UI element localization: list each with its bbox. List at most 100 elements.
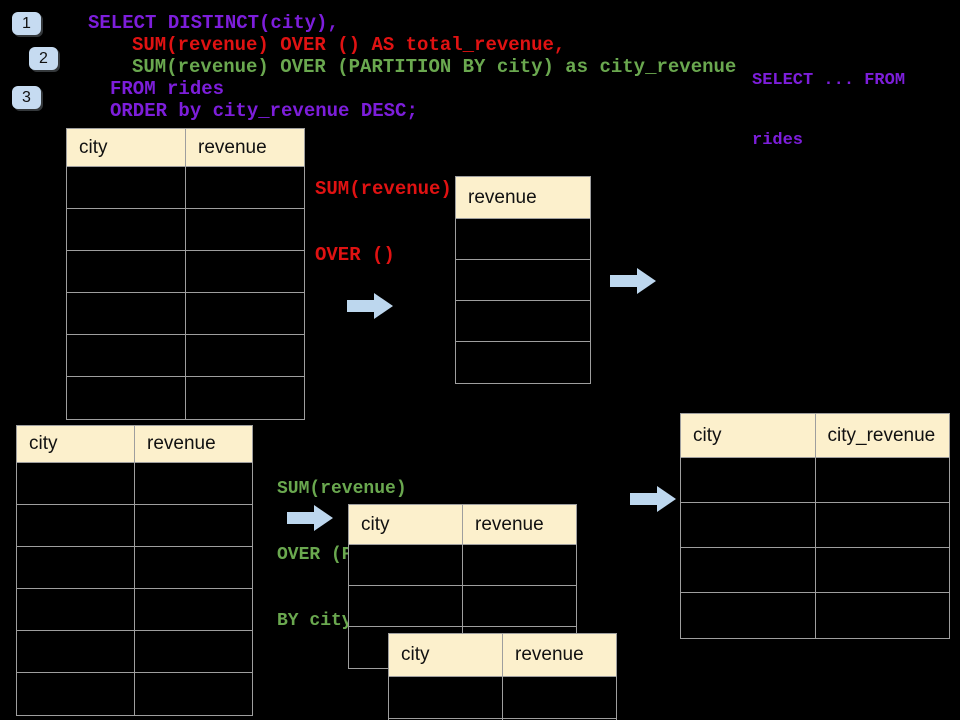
table-cell bbox=[17, 631, 135, 673]
table-header-row: revenue bbox=[456, 177, 590, 219]
step-badge-2: 2 bbox=[29, 47, 58, 70]
sql-line-select-distinct: SELECT DISTINCT(city), bbox=[88, 12, 339, 34]
table-cell bbox=[67, 251, 186, 293]
step-badge-3: 3 bbox=[12, 86, 41, 109]
table-row bbox=[681, 458, 949, 503]
table-cell bbox=[17, 505, 135, 547]
right-arrow-icon bbox=[630, 486, 676, 512]
right-arrow-icon bbox=[610, 268, 656, 294]
table-cell bbox=[456, 260, 590, 301]
annotation-partition-line-1: SUM(revenue) bbox=[277, 479, 407, 499]
table-cell bbox=[67, 377, 186, 419]
right-arrow-icon bbox=[287, 505, 333, 531]
table-row bbox=[456, 260, 590, 301]
column-header: city bbox=[17, 426, 135, 463]
table-cell bbox=[349, 586, 463, 627]
table-cell bbox=[67, 335, 186, 377]
table-cell bbox=[135, 463, 252, 505]
table-row bbox=[17, 673, 252, 715]
table-row bbox=[67, 209, 304, 251]
table-cell bbox=[17, 673, 135, 715]
table-row bbox=[17, 631, 252, 673]
table-row bbox=[681, 503, 949, 548]
table-row bbox=[67, 377, 304, 419]
table-cell bbox=[456, 219, 590, 260]
table-cell bbox=[186, 335, 304, 377]
annotation-total-revenue: SUM(revenue) OVER () bbox=[315, 134, 452, 310]
table-cell bbox=[135, 631, 252, 673]
table-row bbox=[456, 219, 590, 260]
column-header: revenue bbox=[186, 129, 304, 167]
table-cell bbox=[815, 458, 949, 503]
sql-line-from-rides: FROM rides bbox=[110, 78, 225, 100]
table-cell bbox=[349, 545, 463, 586]
flow-arrow-source-to-partitions bbox=[287, 505, 333, 536]
table-row bbox=[456, 301, 590, 342]
table-cell bbox=[186, 251, 304, 293]
annotation-total-line-2: OVER () bbox=[315, 244, 395, 266]
column-header: revenue bbox=[456, 177, 590, 219]
table-cell bbox=[135, 547, 252, 589]
table-cell bbox=[815, 503, 949, 548]
column-header: revenue bbox=[135, 426, 252, 463]
table-row bbox=[349, 586, 576, 627]
column-header: revenue bbox=[463, 505, 576, 545]
table-row bbox=[67, 293, 304, 335]
step-badge-1: 1 bbox=[12, 12, 41, 35]
table-row bbox=[681, 593, 949, 638]
table-cell bbox=[186, 377, 304, 419]
column-header: city_revenue bbox=[815, 414, 949, 458]
table-cell bbox=[186, 293, 304, 335]
annotation-total-line-1: SUM(revenue) bbox=[315, 178, 452, 200]
column-header: city bbox=[389, 634, 503, 677]
column-header: revenue bbox=[503, 634, 616, 677]
table-row bbox=[17, 505, 252, 547]
table-cell bbox=[186, 209, 304, 251]
table-cell bbox=[17, 463, 135, 505]
table-cell bbox=[456, 301, 590, 342]
flow-arrow-total-out bbox=[610, 268, 656, 299]
table-cell bbox=[67, 209, 186, 251]
table-row bbox=[67, 167, 304, 209]
sql-line-sum-partition: SUM(revenue) OVER (PARTITION BY city) as… bbox=[132, 56, 737, 78]
table-row bbox=[389, 677, 616, 719]
flow-arrow-source-to-total bbox=[347, 293, 393, 324]
column-header: city bbox=[67, 129, 186, 167]
table-row bbox=[349, 545, 576, 586]
table-row bbox=[681, 548, 949, 593]
table-cell bbox=[681, 503, 816, 548]
table-cell bbox=[503, 677, 616, 719]
table-row bbox=[67, 251, 304, 293]
side-note-select-from-rides: SELECT ... FROM rides bbox=[752, 31, 905, 191]
side-note-line-1: SELECT ... FROM bbox=[752, 71, 906, 90]
table-cell bbox=[186, 167, 304, 209]
table-total-revenue-result: revenue bbox=[455, 176, 591, 384]
table-row bbox=[17, 589, 252, 631]
flow-arrow-partitions-to-result bbox=[630, 486, 676, 517]
table-row bbox=[17, 547, 252, 589]
table-cell bbox=[681, 548, 816, 593]
table-cell bbox=[456, 342, 590, 383]
table-cell bbox=[815, 593, 949, 638]
table-cell bbox=[135, 505, 252, 547]
table-cell bbox=[135, 589, 252, 631]
side-note-line-2: rides bbox=[752, 131, 804, 150]
table-cell bbox=[681, 458, 816, 503]
right-arrow-icon bbox=[347, 293, 393, 319]
table-cell bbox=[17, 589, 135, 631]
sql-line-sum-total-revenue: SUM(revenue) OVER () AS total_revenue, bbox=[132, 34, 566, 56]
column-header: city bbox=[681, 414, 816, 458]
table-cell bbox=[67, 293, 186, 335]
table-cell bbox=[815, 548, 949, 593]
table-row bbox=[17, 463, 252, 505]
table-cell bbox=[67, 167, 186, 209]
